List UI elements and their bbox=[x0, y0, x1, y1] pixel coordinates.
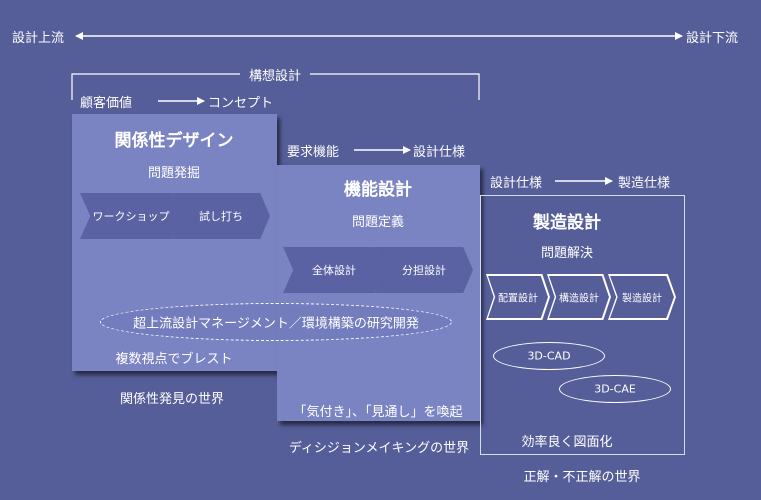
stage1-subtitle: 問題発掘 bbox=[147, 166, 201, 181]
axis-left-label: 設計上流 bbox=[12, 31, 65, 46]
stage2-subtitle: 問題定義 bbox=[351, 215, 405, 230]
stage2-header-from: 要求機能 bbox=[287, 145, 340, 160]
stage3-step-2: 構造設計 bbox=[547, 274, 611, 320]
stage1-step-2: 試し打ち bbox=[172, 193, 270, 239]
stage3-subtitle: 問題解決 bbox=[540, 246, 594, 261]
stage2-box: 機能設計 問題定義 全体設計 分担設計 「気付き」、「見通し」を喚起 bbox=[277, 165, 480, 421]
stage3-header-from: 設計仕様 bbox=[490, 176, 543, 191]
stage3-header-to: 製造仕様 bbox=[618, 176, 671, 191]
stage2-world: ディシジョンメイキングの世界 bbox=[288, 441, 470, 456]
tool-ellipse-cad: 3D-CAD bbox=[493, 342, 605, 370]
stage1-footer: 複数視点でブレスト bbox=[115, 352, 233, 367]
research-ellipse: 超上流設計マネージメント／環境構築の研究開発 bbox=[100, 303, 452, 341]
stage1-header-from: 顧客価値 bbox=[80, 96, 133, 111]
tool-ellipse-cae: 3D-CAE bbox=[559, 375, 671, 403]
stage3-footer: 効率良く図面化 bbox=[521, 435, 613, 450]
stage2-step-1: 全体設計 bbox=[283, 247, 385, 293]
concept-bracket-label: 構想設計 bbox=[248, 69, 302, 84]
research-ellipse-label: 超上流設計マネージメント／環境構築の研究開発 bbox=[133, 316, 419, 332]
stage2-footer: 「気付き」、「見通し」を喚起 bbox=[293, 405, 463, 420]
stage3-world: 正解・不正解の世界 bbox=[523, 470, 641, 485]
stage3-title: 製造設計 bbox=[533, 213, 601, 233]
stage3-box: 製造設計 問題解決 配置設計 構造設計 製造設計 3D-CAD 3D-CAE 効… bbox=[480, 195, 685, 455]
stage2-step-2: 分担設計 bbox=[375, 247, 473, 293]
stage1-step-1: ワークショップ bbox=[80, 193, 182, 239]
stage3-step-3: 製造設計 bbox=[608, 274, 676, 320]
stage3-step-1: 配置設計 bbox=[486, 274, 550, 320]
stage1-title: 関係性デザイン bbox=[114, 131, 234, 151]
stage2-header-to: 設計仕様 bbox=[413, 145, 466, 160]
stage2-title: 機能設計 bbox=[344, 180, 412, 200]
stage1-world: 関係性発見の世界 bbox=[119, 392, 225, 407]
stage1-header-to: コンセプト bbox=[208, 96, 274, 111]
axis-right-label: 設計下流 bbox=[686, 31, 739, 46]
concept-bracket bbox=[71, 73, 480, 100]
